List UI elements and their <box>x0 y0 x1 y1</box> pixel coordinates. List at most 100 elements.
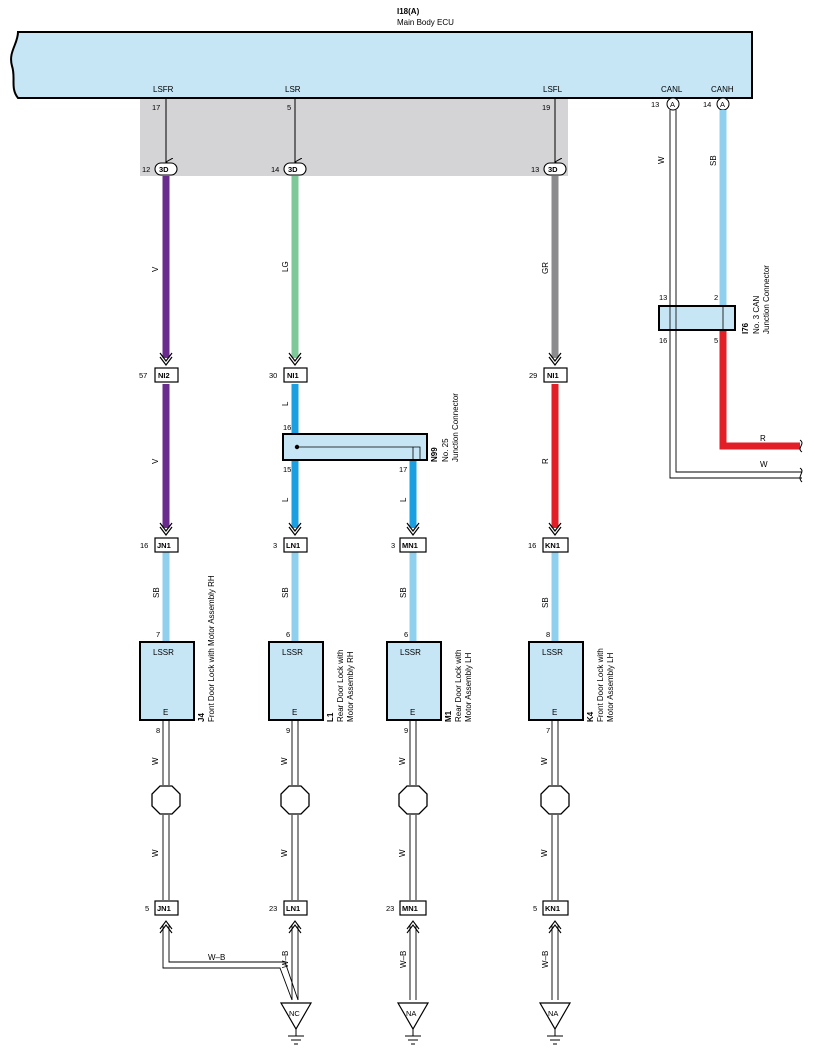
connector-pin-number: 7 <box>156 630 160 639</box>
connector-pin-number: 15 <box>283 465 291 474</box>
component-body <box>528 641 584 721</box>
svg-text:E: E <box>292 708 297 717</box>
connector-3d: 3D 14 <box>271 162 307 176</box>
wire-label: W <box>540 849 549 857</box>
svg-text:LN1: LN1 <box>286 904 300 913</box>
svg-text:Rear Door Lock with: Rear Door Lock with <box>454 650 463 722</box>
connector-kn1: KN1 5 <box>533 900 569 916</box>
connector-pin-number: 5 <box>145 904 149 913</box>
connector-pin-number: 13 <box>531 165 539 174</box>
wire-label: W <box>151 849 160 857</box>
connector-pin-number: 23 <box>269 904 277 913</box>
svg-text:Rear Door Lock with: Rear Door Lock with <box>336 650 345 722</box>
junction-n99: 16 15 17 N99 No. 25 Junction Connector <box>282 393 460 474</box>
wire-label: V <box>151 458 160 464</box>
connector-pin-number: 5 <box>533 904 537 913</box>
connector-kn1: KN1 16 <box>528 537 569 553</box>
can-connector-a-icon: A <box>666 97 680 111</box>
wire-label: L <box>281 497 290 502</box>
wires <box>151 98 803 1001</box>
wire-label: V <box>151 266 160 272</box>
wire-label: L <box>281 401 290 406</box>
component-m1: LSSR E 6 9 M1 Rear Door Lock with Motor … <box>386 630 473 735</box>
wire-label: SB <box>281 587 290 598</box>
svg-text:KN1: KN1 <box>545 904 560 913</box>
connector-ln1: LN1 3 <box>273 537 308 553</box>
wire-label: W <box>540 757 549 765</box>
connector-pin-number: 5 <box>714 336 718 345</box>
svg-text:Front Door Lock with: Front Door Lock with <box>596 648 605 722</box>
up-arrowheads <box>159 920 562 934</box>
svg-text:A: A <box>720 100 725 109</box>
wire-label: W <box>398 849 407 857</box>
connector-ni1: NI1 29 <box>529 367 568 383</box>
wire-can-out-white <box>669 330 802 479</box>
svg-text:JN1: JN1 <box>157 541 171 550</box>
wire-label: LG <box>281 261 290 272</box>
connector-pin-number: 3 <box>273 541 277 550</box>
splice-points <box>151 785 570 815</box>
svg-text:Front Door Lock with Motor Ass: Front Door Lock with Motor Assembly RH <box>207 575 216 722</box>
junction-i76-code: I76 <box>741 322 750 334</box>
wire-can-out-red <box>719 330 800 450</box>
splice-point-icon <box>540 785 570 815</box>
svg-text:M1: M1 <box>444 710 453 722</box>
wire-label: W–B <box>281 951 290 968</box>
wire-label: W <box>760 460 768 469</box>
connector-pin-number: 23 <box>386 904 394 913</box>
connector-pin-number: 7 <box>546 726 550 735</box>
wire-label: L <box>399 497 408 502</box>
svg-text:NI2: NI2 <box>158 371 170 380</box>
connector-pin-number: 13 <box>659 293 667 302</box>
component-body <box>386 641 442 721</box>
svg-text:LSSR: LSSR <box>542 648 563 657</box>
switch-connectors: JN1 16 LN1 3 MN1 3 KN1 16 <box>140 537 569 553</box>
svg-text:KN1: KN1 <box>545 541 560 550</box>
svg-text:Motor Assembly LH: Motor Assembly LH <box>464 652 473 722</box>
svg-text:3D: 3D <box>288 165 298 174</box>
svg-text:L1: L1 <box>326 712 335 722</box>
connector-pin-number: 29 <box>529 371 537 380</box>
svg-text:E: E <box>552 708 557 717</box>
svg-text:E: E <box>163 708 168 717</box>
connector-pin-number: 57 <box>139 371 147 380</box>
svg-text:3D: 3D <box>548 165 558 174</box>
components: LSSR E 7 8 J4 Front Door Lock with Motor… <box>139 575 615 735</box>
arrowheads <box>159 352 562 536</box>
connector-mn1: MN1 3 <box>391 537 427 553</box>
ecu-pin-lsr-label: LSR <box>285 85 301 94</box>
wire-label: W–B <box>399 951 408 968</box>
wire-color-labels: V LG GR W SB V L L L R SB SB SB SB W W W… <box>151 155 768 968</box>
wire-label: W <box>151 757 160 765</box>
bottom-connectors: JN1 5 LN1 23 MN1 23 KN1 5 <box>145 900 569 916</box>
svg-text:MN1: MN1 <box>402 904 418 913</box>
connector-pin-number: 17 <box>399 465 407 474</box>
connector-3d: 3D 13 <box>531 162 567 176</box>
ecu-pin-number: 17 <box>152 103 160 112</box>
component-l1: LSSR E 6 9 L1 Rear Door Lock with Motor … <box>268 630 355 735</box>
junction-i76-body <box>658 305 736 331</box>
ecu-pin-number: 14 <box>703 100 711 109</box>
connector-pin-number: 6 <box>404 630 408 639</box>
junction-n99-code: N99 <box>430 447 439 462</box>
wire-label: W <box>280 757 289 765</box>
connector-ni2: NI2 57 <box>139 367 179 383</box>
wire-label: W <box>657 156 666 164</box>
svg-text:NI1: NI1 <box>287 371 299 380</box>
svg-text:Motor Assembly LH: Motor Assembly LH <box>606 652 615 722</box>
ecu-code: I18(A) <box>397 7 420 16</box>
svg-text:A: A <box>670 100 675 109</box>
grounds: NC NA NA <box>279 1002 572 1045</box>
junction-n99-name: Junction Connector <box>451 393 460 462</box>
connector-pin-number: 30 <box>269 371 277 380</box>
connector-pin-number: 3 <box>391 541 395 550</box>
junction-i76: 13 2 16 5 I76 No. 3 CAN Junction Connect… <box>658 265 771 345</box>
splice-point-icon <box>398 785 428 815</box>
connector-mn1: MN1 23 <box>386 900 427 916</box>
svg-text:LN1: LN1 <box>286 541 300 550</box>
wire-label: R <box>760 434 766 443</box>
ecu-name: Main Body ECU <box>397 18 454 27</box>
splice-point-icon <box>151 785 181 815</box>
ground-na-icon: NA <box>538 1002 572 1045</box>
